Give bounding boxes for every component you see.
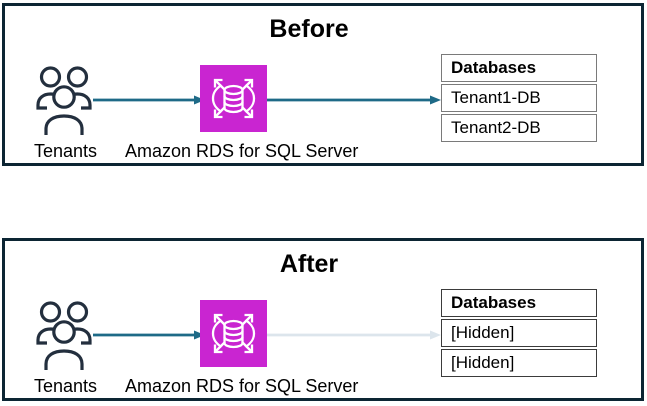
amazon-rds-icon — [200, 65, 267, 132]
table-row: [Hidden] — [441, 319, 597, 347]
databases-table-header: Databases — [441, 289, 597, 317]
tenants-label: Tenants — [34, 376, 98, 396]
after-panel: After — [2, 238, 644, 401]
table-row: Tenant2-DB — [441, 114, 597, 142]
tenants-to-rds-arrow — [93, 330, 205, 340]
rds-to-databases-arrow — [267, 95, 441, 105]
rds-to-databases-arrow-hidden — [267, 330, 441, 340]
tenants-to-rds-arrow — [93, 95, 205, 105]
tenants-icon — [36, 66, 92, 135]
rds-label: Amazon RDS for SQL Server — [125, 376, 359, 396]
rds-label: Amazon RDS for SQL Server — [125, 141, 359, 161]
panel-title-after: After — [279, 250, 339, 278]
before-panel: Before — [2, 3, 644, 166]
tenants-label: Tenants — [34, 141, 98, 161]
tenants-icon — [36, 301, 92, 370]
databases-table: Databases Tenant1-DB Tenant2-DB — [441, 54, 597, 142]
table-row: Tenant1-DB — [441, 84, 597, 112]
table-row: [Hidden] — [441, 349, 597, 377]
panel-title-before: Before — [269, 15, 349, 43]
databases-table: Databases [Hidden] [Hidden] — [441, 289, 597, 377]
databases-table-header: Databases — [441, 54, 597, 82]
amazon-rds-icon — [200, 300, 267, 367]
